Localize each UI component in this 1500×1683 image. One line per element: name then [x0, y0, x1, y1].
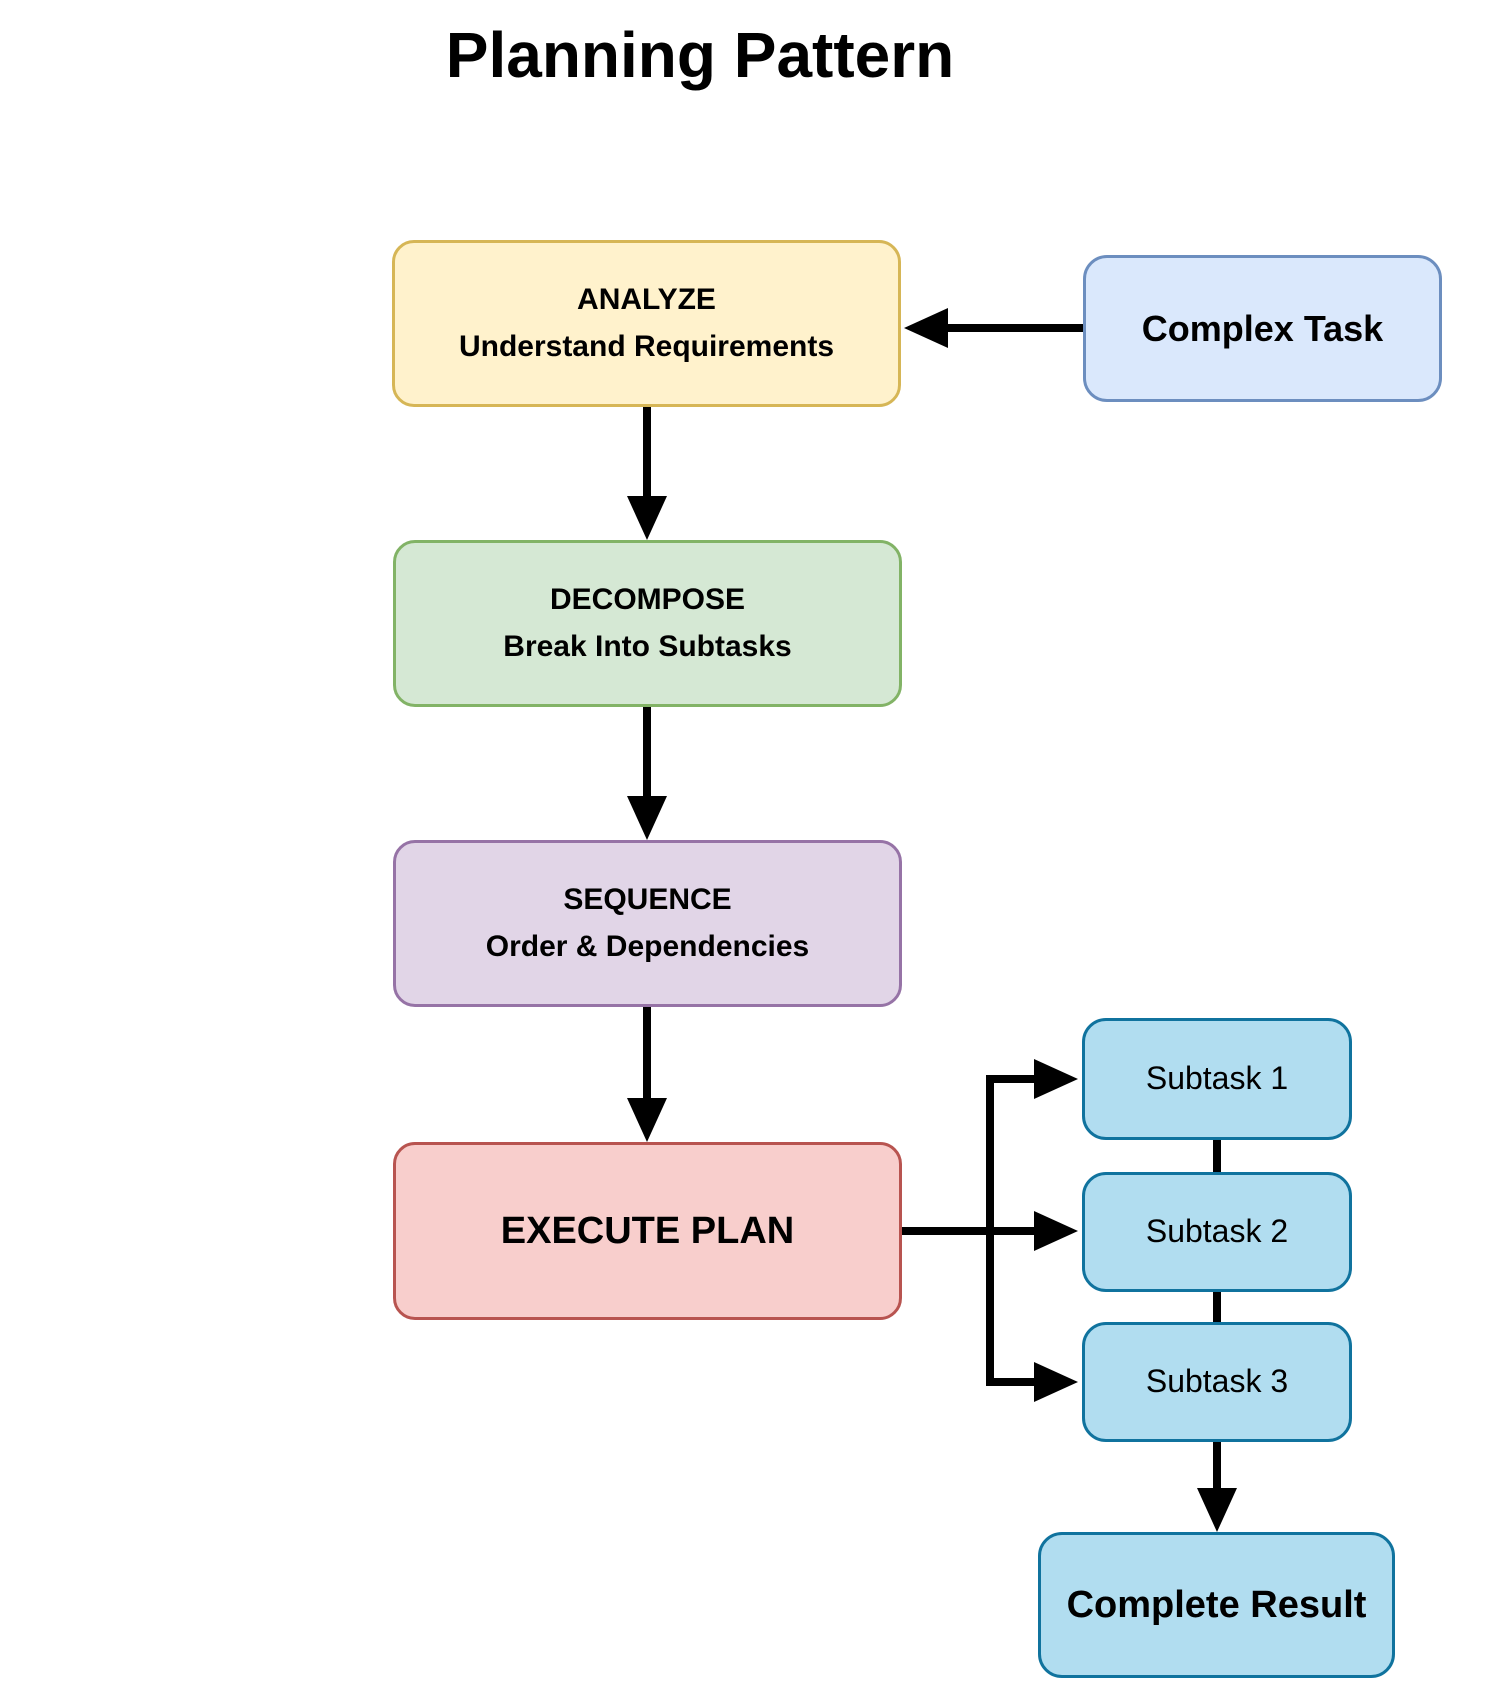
arrowhead-down-icon — [1197, 1488, 1237, 1532]
arrow-decompose-to-sequence — [627, 707, 667, 840]
node-complex-task-label: Complex Task — [1141, 307, 1384, 349]
node-subtask-3-label: Subtask 3 — [1145, 1363, 1289, 1400]
arrowhead-down-icon — [627, 1098, 667, 1142]
node-subtask-2-label: Subtask 2 — [1145, 1213, 1289, 1250]
page-title: Planning Pattern — [445, 19, 955, 91]
arrowhead-down-icon — [627, 796, 667, 840]
node-analyze: ANALYZE Understand Requirements — [392, 240, 901, 407]
node-sequence: SEQUENCE Order & Dependencies — [393, 840, 902, 1007]
arrowhead-left-icon — [904, 308, 948, 348]
node-analyze-title: ANALYZE — [577, 283, 716, 316]
node-subtask-3: Subtask 3 — [1082, 1322, 1352, 1442]
arrow-analyze-to-decompose — [627, 407, 667, 540]
node-execute-plan: EXECUTE PLAN — [393, 1142, 902, 1320]
node-sequence-subtitle: Order & Dependencies — [485, 929, 810, 963]
node-subtask-2: Subtask 2 — [1082, 1172, 1352, 1292]
arrow-complex-task-to-analyze — [904, 308, 1083, 348]
node-subtask-1: Subtask 1 — [1082, 1018, 1352, 1140]
node-complete-result: Complete Result — [1038, 1532, 1395, 1678]
arrowhead-right-icon — [1034, 1211, 1078, 1251]
arrow-subtask3-to-complete-result — [1197, 1442, 1237, 1532]
arrow-execute-plan-to-subtasks — [902, 1059, 1078, 1402]
node-sequence-title: SEQUENCE — [563, 883, 732, 916]
node-decompose-title: DECOMPOSE — [549, 583, 746, 616]
node-complete-result-label: Complete Result — [1066, 1583, 1367, 1626]
node-decompose: DECOMPOSE Break Into Subtasks — [393, 540, 902, 707]
node-execute-plan-label: EXECUTE PLAN — [500, 1209, 795, 1252]
arrow-sequence-to-execute-plan — [627, 1007, 667, 1142]
node-complex-task: Complex Task — [1083, 255, 1442, 402]
node-analyze-subtitle: Understand Requirements — [458, 329, 835, 363]
arrowhead-down-icon — [627, 496, 667, 540]
arrowhead-right-icon — [1034, 1059, 1078, 1099]
node-subtask-1-label: Subtask 1 — [1145, 1060, 1289, 1097]
arrowhead-right-icon — [1034, 1362, 1078, 1402]
node-decompose-subtitle: Break Into Subtasks — [503, 629, 792, 663]
